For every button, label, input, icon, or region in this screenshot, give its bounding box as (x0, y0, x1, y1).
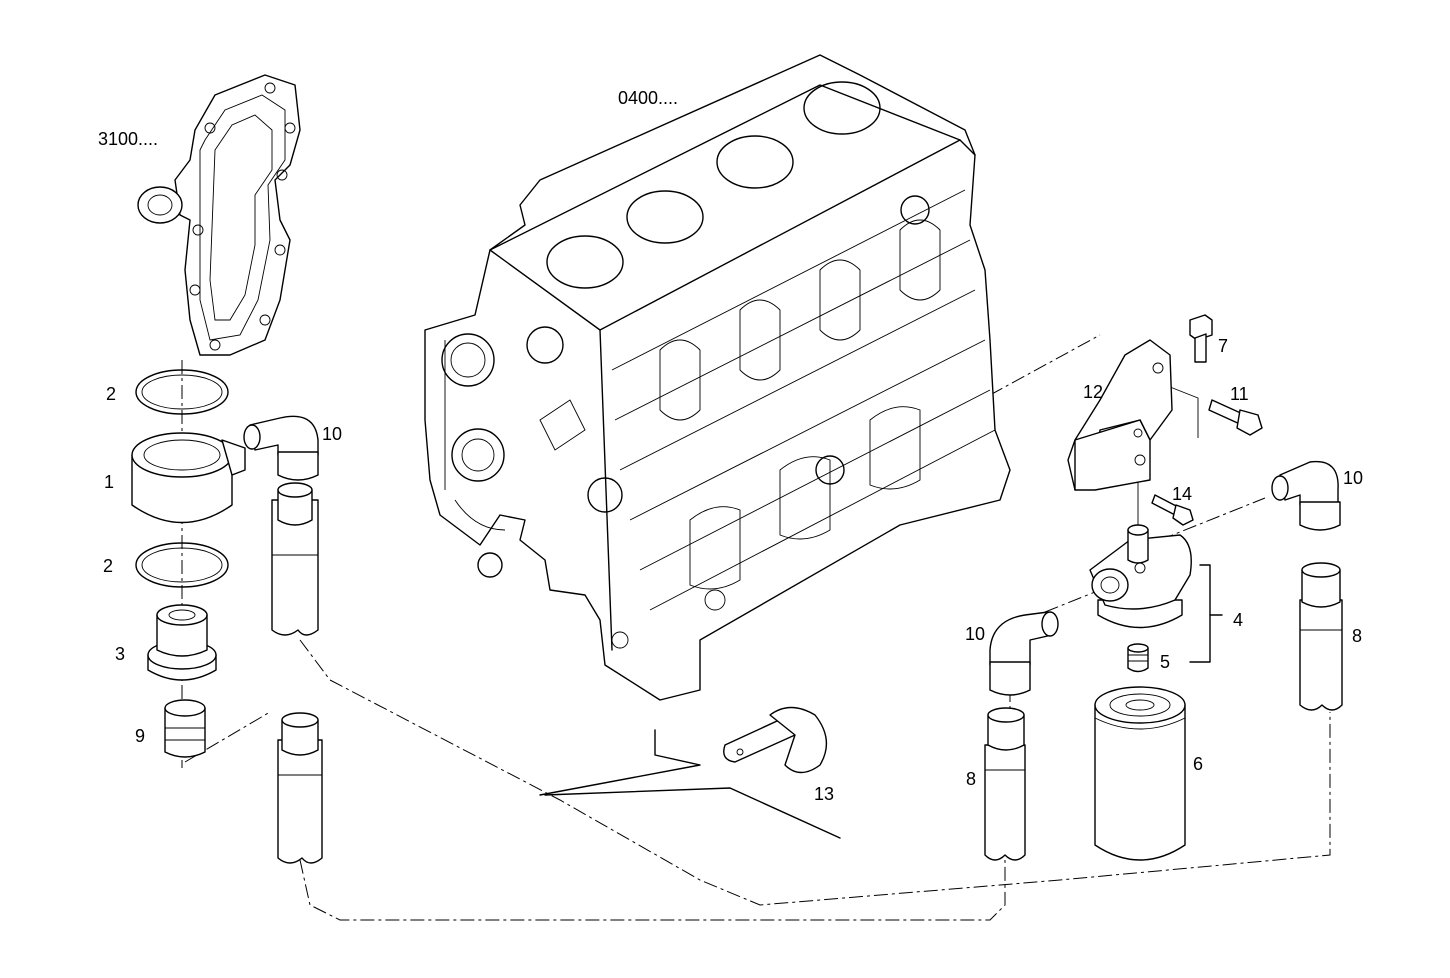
part-number-10a: 10 (322, 424, 342, 444)
hose-right (1299, 562, 1343, 711)
part-number-12: 12 (1083, 382, 1103, 402)
part-number-9: 9 (135, 726, 145, 746)
part-number-14: 14 (1172, 484, 1192, 504)
part-number-8b: 8 (1352, 626, 1362, 646)
mounting-bracket (1067, 339, 1173, 491)
oil-filter-cartridge (1094, 686, 1186, 861)
part-number-6: 6 (1193, 754, 1203, 774)
part-number-8a: 8 (966, 769, 976, 789)
elbow-fitting-right (1271, 460, 1341, 531)
fitting-nipple (164, 699, 206, 758)
timing-cover (137, 74, 301, 356)
group-ref-block: 0400.... (618, 88, 678, 108)
hose-lower-mid (984, 707, 1026, 861)
filter-adapter-housing (131, 432, 246, 524)
seal-ring-upper (135, 369, 229, 415)
hose-upper-left (271, 482, 319, 636)
filter-head (1089, 524, 1192, 629)
part-number-3: 3 (115, 644, 125, 664)
group-ref-cover: 3100.... (98, 129, 158, 149)
bolt-horizontal (1208, 399, 1263, 436)
part-number-1: 1 (104, 472, 114, 492)
engine-block (424, 54, 1011, 701)
part-number-10b: 10 (965, 624, 985, 644)
hose-clip (723, 706, 828, 774)
part-number-4: 4 (1233, 610, 1243, 630)
bolt-vertical (1189, 314, 1213, 363)
hose-lower-left (277, 712, 323, 864)
center-nipple (1127, 643, 1149, 673)
bolt-short (1151, 494, 1194, 526)
part-number-5: 5 (1160, 652, 1170, 672)
elbow-fitting-filter (989, 611, 1059, 696)
adapter-nipple (147, 604, 217, 681)
part-number-11: 11 (1230, 384, 1249, 404)
part-number-13: 13 (814, 784, 834, 804)
part-number-10c: 10 (1343, 468, 1363, 488)
part-number-2b: 2 (103, 556, 113, 576)
elbow-fitting-left (243, 415, 319, 481)
part-number-2a: 2 (106, 384, 116, 404)
part-labels: 0400.... 3100.... 2 1 2 3 9 10 7 11 12 1… (98, 88, 1363, 804)
part-number-7: 7 (1218, 336, 1228, 356)
leader-lines (181, 334, 1331, 921)
seal-ring-lower (135, 542, 229, 588)
